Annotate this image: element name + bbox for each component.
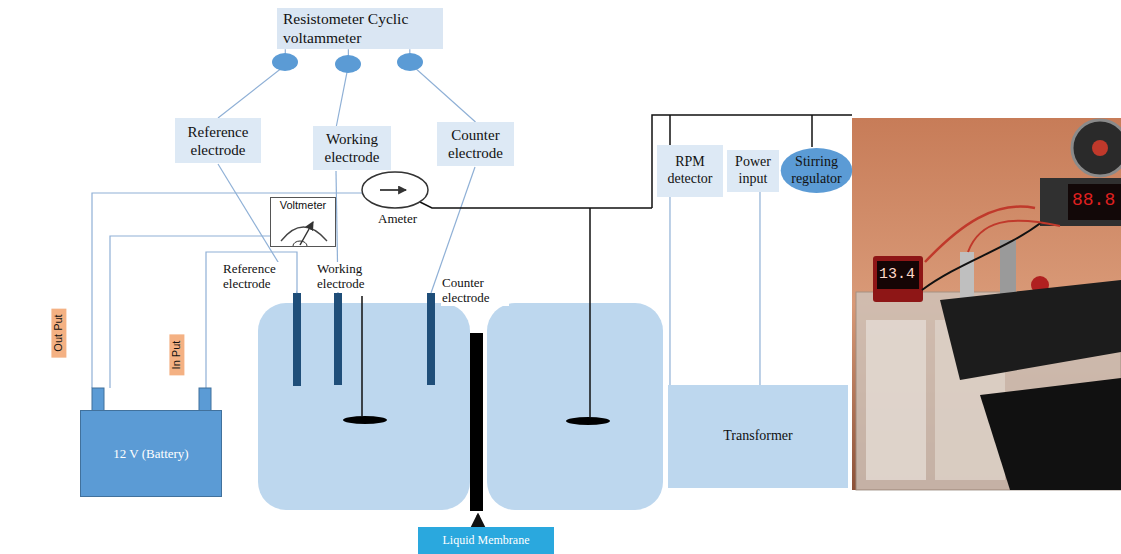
signal-wires	[431, 167, 475, 293]
voltmeter-symbol	[270, 197, 336, 247]
battery-terminals	[92, 388, 211, 411]
signal-wires	[206, 252, 297, 388]
stirring-regulator-ellipse: Stirring regulator	[780, 147, 853, 194]
transformer-box: Transformer	[668, 385, 848, 488]
electrode-label-box: Reference electrode	[175, 118, 261, 163]
stir-bars	[566, 417, 610, 425]
apparatus-photo	[968, 221, 1060, 252]
apparatus-photo	[1068, 184, 1121, 220]
node-text: 12 V (Battery)	[87, 446, 215, 462]
electrode-label: Counter electrode	[441, 276, 509, 306]
battery-box: 12 V (Battery)	[80, 410, 222, 497]
ammeter-symbol	[362, 172, 428, 208]
stir-bars	[343, 416, 387, 424]
cell-electrodes	[293, 293, 301, 386]
ammeter-label: Ameter	[378, 212, 417, 227]
electrode-label-box: Working electrode	[313, 126, 391, 170]
apparatus-photo	[1072, 120, 1121, 176]
apparatus-photo	[1092, 140, 1108, 156]
display-reading: 88.8	[1072, 190, 1115, 211]
control-wires	[811, 115, 813, 147]
node-text: Transformer	[674, 428, 842, 445]
ellipse-outline	[781, 148, 853, 193]
instrument-box: Resistometer Cyclic voltammeter	[277, 8, 443, 49]
stir-bars	[343, 416, 610, 425]
electrode-label: Working electrode	[316, 262, 380, 292]
voltmeter-symbol	[270, 197, 336, 247]
instrument-terminals	[272, 53, 423, 73]
terminal-tag: Out Put	[51, 308, 66, 357]
membrane-tag: Liquid Membrane	[418, 527, 554, 554]
cell-electrodes	[293, 293, 435, 386]
electrode-label-box: Counter electrode	[437, 122, 514, 166]
node-text: Liquid Membrane	[424, 533, 548, 547]
node-text: Reference electrode	[180, 123, 256, 159]
signal-wires	[110, 236, 270, 388]
apparatus-photo	[877, 261, 919, 289]
voltmeter-box: Voltmeter	[270, 197, 336, 247]
node-text: Resistometer Cyclic voltammeter	[283, 10, 437, 47]
ammeter-symbol	[362, 172, 428, 208]
display-reading: 13.4	[879, 266, 915, 283]
connector-wire	[669, 197, 670, 385]
node-text: Out Put	[52, 314, 65, 351]
connector-layer	[218, 49, 760, 385]
signal-wires	[92, 164, 475, 388]
connector-wire	[759, 192, 760, 385]
apparatus-photo	[940, 280, 1121, 380]
control-wires	[669, 115, 671, 145]
node-text: Power input	[731, 154, 775, 188]
ammeter-symbol	[380, 189, 406, 191]
apparatus-photo	[852, 118, 1121, 490]
instrument-terminals	[335, 55, 361, 73]
power-input-box: Power input	[727, 150, 779, 192]
node-text: Voltmeter	[274, 199, 332, 212]
apparatus-photo	[866, 320, 926, 480]
liquid-membrane-bar	[470, 333, 483, 511]
apparatus-photo	[852, 118, 1121, 490]
instrument-terminals	[397, 53, 423, 71]
apparatus-photo	[1040, 178, 1121, 226]
membrane-pointer	[477, 515, 480, 526]
electrode-label: Reference electrode	[222, 262, 296, 292]
node-text: Working electrode	[318, 130, 386, 166]
cell-chambers	[258, 303, 470, 510]
cell-chambers	[487, 303, 663, 510]
node-text: Counter electrode	[442, 126, 509, 162]
voltmeter-symbol	[293, 241, 307, 246]
control-wires	[652, 115, 852, 208]
terminal-tag: In Put	[169, 335, 184, 376]
apparatus-photo	[960, 252, 974, 300]
node-text: Stirring regulator	[786, 154, 847, 188]
instrument-terminals	[272, 53, 298, 71]
node-text: In Put	[170, 341, 183, 370]
apparatus-photo	[980, 378, 1121, 490]
apparatus-photo	[873, 256, 923, 302]
rpm-detector-box: RPM detector	[657, 145, 723, 197]
control-wires	[420, 202, 652, 208]
control-wires	[361, 296, 363, 416]
cell-electrodes	[427, 293, 435, 385]
apparatus-photo	[1000, 240, 1016, 298]
battery-terminals	[199, 388, 211, 411]
cell-electrodes	[334, 293, 342, 385]
cell-chambers	[258, 303, 663, 510]
control-wires	[589, 208, 591, 417]
control-wires	[362, 115, 852, 417]
battery-terminals	[92, 388, 104, 411]
node-text: RPM detector	[662, 154, 718, 188]
